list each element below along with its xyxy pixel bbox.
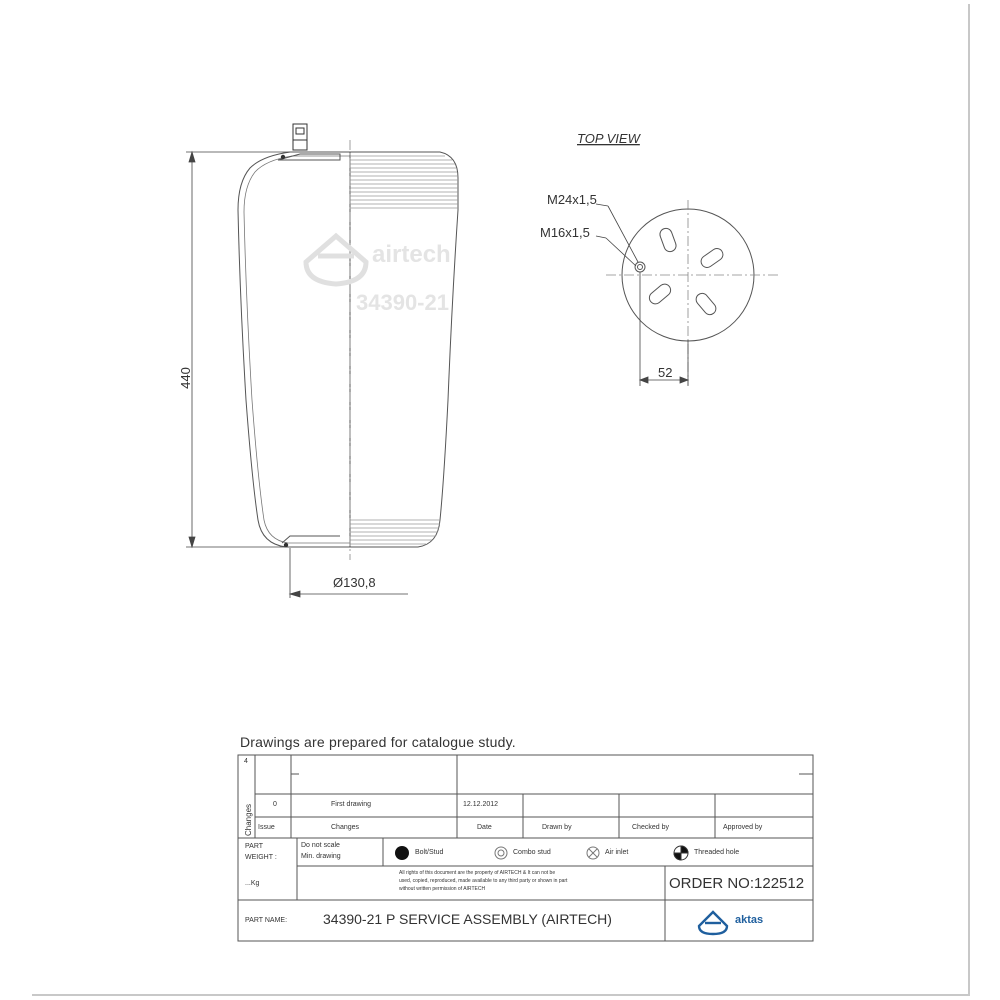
legend-combo-stud: Combo stud bbox=[513, 849, 551, 856]
air-spring-side-view bbox=[237, 123, 459, 560]
rib-hatch-top bbox=[350, 155, 458, 209]
header-date: Date bbox=[477, 824, 492, 831]
rights-notice-1: All rights of this document are the prop… bbox=[399, 870, 556, 876]
revision-marker: 4 bbox=[244, 758, 248, 765]
top-plate bbox=[277, 153, 341, 161]
catalogue-note: Drawings are prepared for catalogue stud… bbox=[240, 734, 516, 750]
bottom-rim bbox=[281, 535, 340, 544]
airtech-logo-watermark bbox=[303, 232, 369, 287]
header-changes: Changes bbox=[331, 824, 360, 831]
height-dimension-text: 440 bbox=[178, 367, 193, 389]
legend-threaded-hole: Threaded hole bbox=[694, 849, 740, 856]
thread-label-m24: M24x1,5 bbox=[547, 192, 597, 207]
thread-leaders bbox=[595, 203, 639, 267]
header-approved-by: Approved by bbox=[723, 824, 763, 831]
rights-notice-2: used, copied, reproduced, made available… bbox=[399, 878, 568, 884]
thread-label-m16: M16x1,5 bbox=[540, 225, 590, 240]
part-name: 34390-21 P SERVICE ASSEMBLY (AIRTECH) bbox=[323, 911, 612, 927]
header-checked-by: Checked by bbox=[632, 824, 669, 831]
scale-note-1: Do not scale bbox=[301, 842, 340, 849]
title-block-grid bbox=[237, 754, 814, 942]
threaded-hole-icon bbox=[673, 845, 689, 861]
air-inlet-icon bbox=[586, 846, 600, 860]
weight-unit: ...Kg bbox=[245, 880, 260, 887]
offset-dimension bbox=[638, 272, 690, 386]
offset-dimension-text: 52 bbox=[658, 365, 672, 380]
bellow-left-inner bbox=[243, 155, 350, 544]
aktas-logo-text: aktas bbox=[735, 914, 764, 926]
rights-notice-3: without written permission of AIRTECH bbox=[399, 886, 486, 892]
bolt-stud-icon bbox=[395, 846, 409, 860]
top-view-plate bbox=[606, 200, 778, 385]
drawing-sheet bbox=[32, 4, 970, 996]
diameter-dimension bbox=[288, 548, 408, 598]
part-weight-label-2: WEIGHT : bbox=[245, 854, 277, 861]
part-name-label: PART NAME: bbox=[245, 917, 288, 924]
bellow-right-half bbox=[349, 151, 459, 548]
issue-value: 0 bbox=[273, 801, 277, 808]
diameter-dimension-text: Ø130,8 bbox=[333, 575, 376, 590]
legend-bolt-stud: Bolt/Stud bbox=[415, 849, 444, 856]
legend-air-inlet: Air inlet bbox=[605, 849, 629, 856]
technical-drawing: airtech 34390-21 440 Ø130,8 TOP VIEW bbox=[178, 123, 778, 598]
change-value: First drawing bbox=[331, 801, 372, 808]
brand-watermark: airtech bbox=[372, 241, 451, 268]
scale-note-2: Min. drawing bbox=[301, 853, 341, 860]
header-issue: Issue bbox=[258, 824, 275, 831]
top-view-title: TOP VIEW bbox=[577, 131, 642, 146]
date-value: 12.12.2012 bbox=[463, 801, 499, 808]
height-dimension bbox=[186, 150, 290, 549]
bellow-left-outer bbox=[237, 151, 350, 548]
combo-stud-icon bbox=[494, 846, 508, 860]
changes-label: Changes bbox=[244, 803, 253, 836]
aktas-logo-icon bbox=[697, 910, 729, 936]
header-drawn-by: Drawn by bbox=[542, 824, 572, 831]
order-number: ORDER NO:122512 bbox=[669, 875, 805, 892]
rib-hatch-bottom bbox=[350, 519, 440, 545]
part-watermark: 34390-21 bbox=[356, 290, 449, 315]
part-weight-label: PART bbox=[245, 843, 264, 850]
